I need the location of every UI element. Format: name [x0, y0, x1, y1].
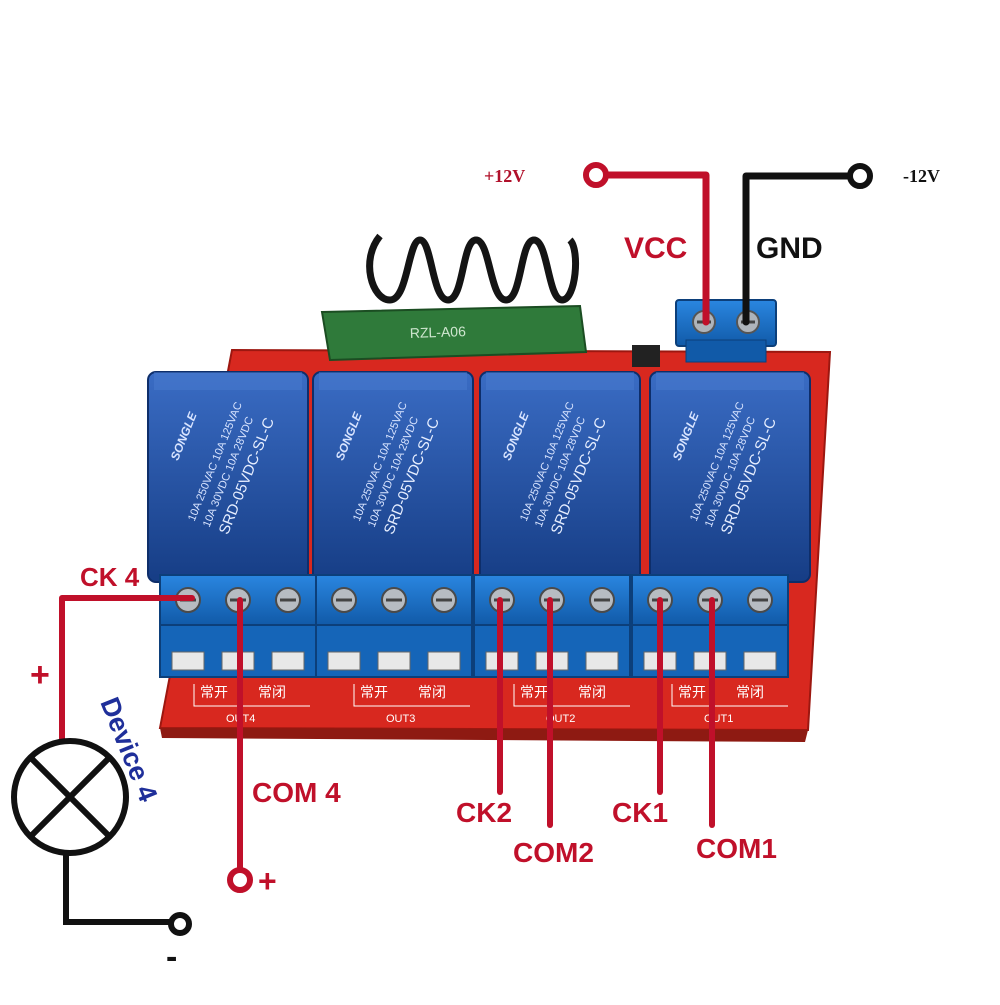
power-terminal-block [675, 299, 777, 363]
terminal-wire-slot [271, 651, 305, 671]
device-plus-label: + [30, 656, 50, 694]
negative-supply-terminal [847, 163, 873, 189]
terminal-wire-slot [171, 651, 205, 671]
com4-label: COM 4 [252, 777, 341, 808]
output-label-out3: 常开 常闭 OUT3 [353, 684, 470, 725]
normally-closed-label: 常闭 [578, 684, 606, 700]
ck4-label: CK 4 [80, 562, 140, 592]
antenna-coil [366, 233, 579, 304]
output-label-out1: 常开 常闭 OUT1 [671, 684, 788, 725]
ck1-label: CK1 [612, 797, 668, 828]
output-terminal-block-3 [315, 574, 473, 678]
rf-module: RZL-A06 [320, 233, 588, 362]
normally-open-label: 常开 [520, 684, 548, 700]
rf-module-label: RZL-A06 [410, 323, 467, 341]
output-terminal-strip [159, 574, 789, 678]
vcc-wire [592, 171, 710, 326]
return-minus-label: - [166, 938, 177, 976]
ck2-label: CK2 [456, 797, 512, 828]
normally-open-label: 常开 [678, 684, 706, 700]
com1-label: COM1 [696, 833, 777, 864]
output-name-label: OUT3 [386, 713, 415, 725]
terminal-wire-slot [327, 651, 361, 671]
normally-open-label: 常开 [200, 684, 228, 700]
normally-closed-label: 常闭 [258, 684, 286, 700]
com4-plus-label: + [258, 863, 277, 899]
positive-supply-label: +12V [484, 166, 525, 186]
normally-open-label: 常开 [360, 684, 388, 700]
ck4-wire [59, 595, 195, 748]
gnd-wire [742, 172, 862, 326]
output-wires [59, 595, 715, 875]
negative-return-terminal [168, 912, 192, 936]
com4-plus-terminal [227, 867, 253, 893]
output-label-out2: 常开 常闭 OUT2 [513, 684, 630, 725]
output-name-label: OUT2 [546, 713, 575, 725]
power-wires [583, 162, 873, 326]
negative-supply-label: -12V [903, 166, 940, 186]
vcc-label: VCC [624, 232, 687, 265]
output-name-label: OUT1 [704, 713, 733, 725]
terminal-wire-slot [427, 651, 461, 671]
normally-closed-label: 常闭 [736, 684, 764, 700]
positive-supply-terminal [583, 162, 609, 188]
normally-closed-label: 常闭 [418, 684, 446, 700]
com2-label: COM2 [513, 837, 594, 868]
gnd-label: GND [756, 232, 823, 265]
terminal-wire-slot [585, 651, 619, 671]
device-4-lamp [11, 738, 192, 936]
terminal-wire-slot [743, 651, 777, 671]
device-return-wire [63, 853, 178, 925]
terminal-wire-slot [377, 651, 411, 671]
